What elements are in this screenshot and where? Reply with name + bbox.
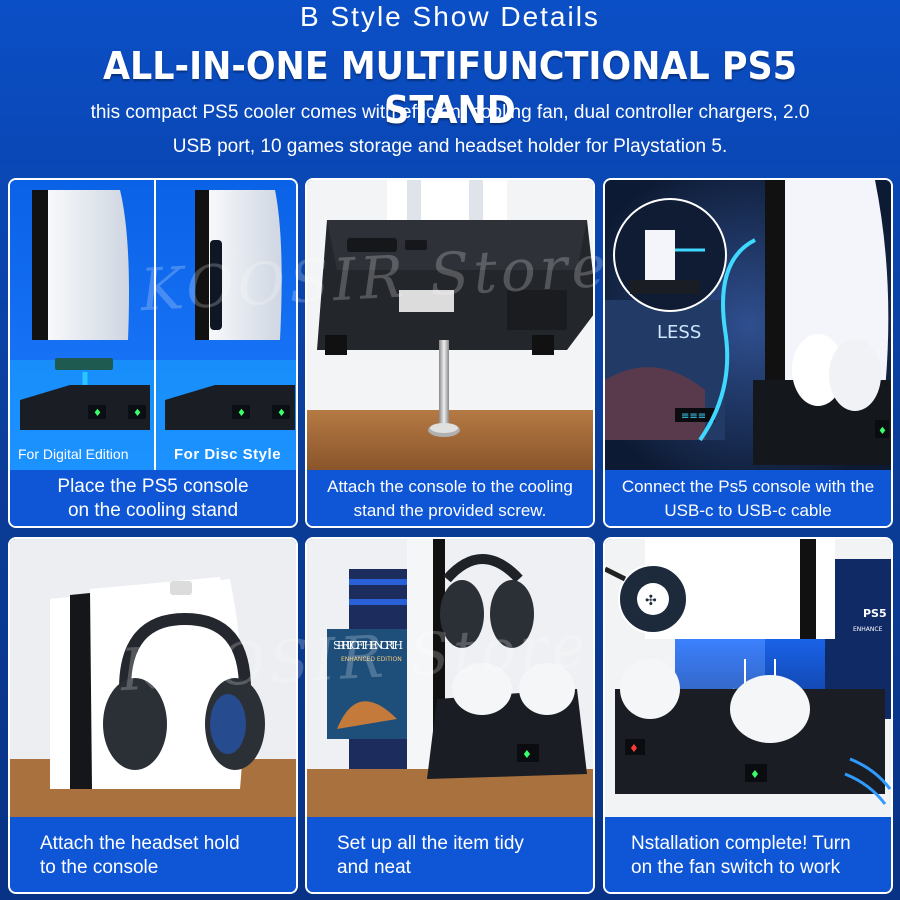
caption-line-2: and neat <box>337 856 411 878</box>
panel-3-caption: Connect the Ps5 console with the USB-c t… <box>605 470 891 526</box>
caption-line-1: Nstallation complete! Turn <box>631 832 851 854</box>
svg-text:♦: ♦ <box>522 748 532 761</box>
game-box-title: SPIRIT OF THE NORTH <box>333 639 403 652</box>
fan-cooling-illustration: PS5 ENHANCE ♦ ♦ ✣ <box>605 539 891 817</box>
svg-text:≡≡≡: ≡≡≡ <box>681 411 706 422</box>
label-disc-style: For Disc Style <box>174 446 282 463</box>
panel-4-caption: Attach the headset hold to the console <box>10 817 296 892</box>
svg-text:♦: ♦ <box>878 426 887 437</box>
caption-line-2: USB-c to USB-c cable <box>664 501 832 520</box>
svg-text:♦: ♦ <box>629 742 639 755</box>
panel-headset-hold: Attach the headset hold to the console <box>8 537 298 894</box>
panel-connect-cable: LESS ♦ ≡≡≡ Connect the Ps5 console <box>603 178 893 528</box>
game-box-badge: PS5 <box>863 607 887 620</box>
caption-line-2: on the cooling stand <box>67 500 239 521</box>
caption-line-2: on the fan switch to work <box>631 856 841 878</box>
panel-fan-switch: PS5 ENHANCE ♦ ♦ ✣ <box>603 537 893 894</box>
panel-2-caption: Attach the console to the cooling stand … <box>307 470 593 526</box>
caption-line-1: Attach the headset hold <box>40 832 240 854</box>
panel-3-photo: LESS ♦ ≡≡≡ <box>605 180 891 470</box>
caption-line-1: Attach the console to the cooling <box>327 477 573 496</box>
panel-tidy-setup: SPIRIT OF THE NORTH ENHANCED EDITION ♦ S… <box>305 537 595 894</box>
caption-line-1: Set up all the item tidy <box>337 832 524 854</box>
panel-5-photo: SPIRIT OF THE NORTH ENHANCED EDITION ♦ <box>307 539 593 817</box>
description-line-2: USB port, 10 games storage and headset h… <box>172 136 728 157</box>
panel-1-caption: Place the PS5 console on the cooling sta… <box>10 470 296 526</box>
svg-text:♦: ♦ <box>93 408 102 419</box>
game-box-subtitle: ENHANCED EDITION <box>341 656 402 663</box>
panel-6-photo: PS5 ENHANCE ♦ ♦ ✣ <box>605 539 891 817</box>
description-line-1: this compact PS5 cooler comes with effic… <box>90 102 810 123</box>
svg-text:♦: ♦ <box>750 768 760 781</box>
caption-line-1: Connect the Ps5 console with the <box>621 477 875 496</box>
panel-attach-screw: Attach the console to the cooling stand … <box>305 178 595 528</box>
svg-text:♦: ♦ <box>133 408 142 419</box>
header-band <box>0 0 900 165</box>
panel-5-caption: Set up all the item tidy and neat <box>307 817 593 892</box>
panel-6-caption: Nstallation complete! Turn on the fan sw… <box>605 817 891 892</box>
headline-title: ALL-IN-ONE MULTIFUNCTIONAL PS5 STAND <box>102 44 798 132</box>
caption-line-2: stand the provided screw. <box>353 501 547 520</box>
label-digital-edition: For Digital Edition <box>18 446 129 462</box>
screw-attachment-illustration <box>307 180 593 470</box>
panel-2-photo <box>307 180 593 470</box>
caption-line-2: to the console <box>40 856 159 878</box>
style-kicker: B Style Show Details <box>300 1 600 32</box>
consoles-on-stands-illustration: ♦ ♦ ♦ ♦ <box>10 180 296 470</box>
svg-text:♦: ♦ <box>277 408 286 419</box>
game-box-title: LESS <box>657 322 701 343</box>
game-box-badge-sub: ENHANCE <box>853 626 883 633</box>
usb-cable-connection-illustration: LESS ♦ ≡≡≡ <box>605 180 891 470</box>
panel-place-console: ♦ ♦ ♦ ♦ For Digital Edition For Disc Sty… <box>8 178 298 528</box>
product-description: this compact PS5 cooler comes with effic… <box>20 96 880 164</box>
svg-text:♦: ♦ <box>237 408 246 419</box>
headset-on-console-illustration <box>10 539 296 817</box>
full-setup-illustration: SPIRIT OF THE NORTH ENHANCED EDITION ♦ <box>307 539 593 817</box>
panel-4-photo <box>10 539 296 817</box>
caption-line-1: Place the PS5 console <box>57 476 249 497</box>
svg-text:✣: ✣ <box>645 593 657 609</box>
panel-1-photo: ♦ ♦ ♦ ♦ For Digital Edition For Disc Sty… <box>10 180 296 470</box>
